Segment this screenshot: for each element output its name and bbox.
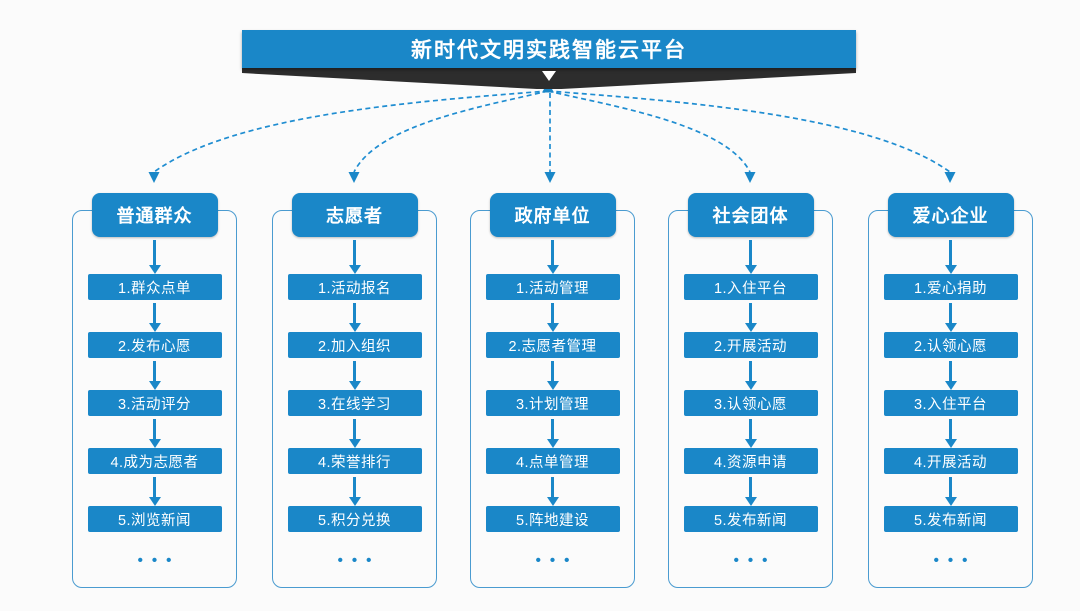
flow-step: 3.认领心愿: [683, 390, 818, 416]
connector-arrowhead-icon: [348, 172, 360, 183]
role-header-label: 社会团体: [687, 193, 814, 237]
down-arrow-icon: [144, 300, 166, 332]
down-arrow-icon: [542, 474, 564, 506]
platform-banner: 新时代文明实践智能云平台: [242, 30, 856, 90]
down-arrow-icon: [144, 474, 166, 506]
platform-title: 新时代文明实践智能云平台: [242, 30, 856, 68]
flow-step: 3.入住平台: [883, 390, 1018, 416]
flow-step: 1.群众点单: [87, 274, 222, 300]
more-indicator: •••: [535, 552, 579, 569]
connector-arrowhead-icon: [544, 172, 556, 183]
connector-curve-4: [547, 90, 751, 173]
flow-step: 5.发布新闻: [883, 506, 1018, 532]
down-arrow-icon: [940, 474, 962, 506]
down-arrow-icon: [344, 300, 366, 332]
down-arrow-icon: [740, 416, 762, 448]
connector-arrowhead-icon: [944, 172, 956, 183]
down-arrow-icon: [144, 237, 166, 274]
flow-step: 5.浏览新闻: [87, 506, 222, 532]
down-arrow-icon: [344, 358, 366, 390]
down-arrow-icon: [740, 237, 762, 274]
flow-step: 4.点单管理: [485, 448, 620, 474]
flow-step: 3.活动评分: [87, 390, 222, 416]
role-column: 普通群众 1.群众点单 2.发布心愿 3.活动评分 4.成为志愿者 5.浏览新闻 •••: [72, 193, 237, 593]
down-arrow-icon: [344, 416, 366, 448]
flow-step: 2.发布心愿: [87, 332, 222, 358]
role-column: 政府单位 1.活动管理 2.志愿者管理 3.计划管理 4.点单管理 5.阵地建设 •••: [470, 193, 635, 593]
flow-steps: 1.群众点单 2.发布心愿 3.活动评分 4.成为志愿者 5.浏览新闻: [72, 274, 237, 532]
down-arrow-icon: [344, 237, 366, 274]
more-indicator: •••: [933, 552, 977, 569]
role-column: 社会团体 1.入住平台 2.开展活动 3.认领心愿 4.资源申请 5.发布新闻 •••: [668, 193, 833, 593]
flow-step: 5.积分兑换: [287, 506, 422, 532]
flow-steps: 1.活动报名 2.加入组织 3.在线学习 4.荣誉排行 5.积分兑换: [272, 274, 437, 532]
flow-step: 4.荣誉排行: [287, 448, 422, 474]
role-column: 志愿者 1.活动报名 2.加入组织 3.在线学习 4.荣誉排行 5.积分兑换 •••: [272, 193, 437, 593]
flow-step: 2.开展活动: [683, 332, 818, 358]
role-header-label: 政府单位: [489, 193, 616, 237]
flow-step: 1.爱心捐助: [883, 274, 1018, 300]
flow-steps: 1.入住平台 2.开展活动 3.认领心愿 4.资源申请 5.发布新闻: [668, 274, 833, 532]
down-arrow-icon: [940, 237, 962, 274]
flow-step: 2.志愿者管理: [485, 332, 620, 358]
connector-arrowhead-icon: [148, 172, 160, 183]
flow-step: 1.活动管理: [485, 274, 620, 300]
flow-step: 2.加入组织: [287, 332, 422, 358]
flow-step: 5.阵地建设: [485, 506, 620, 532]
down-arrow-icon: [344, 474, 366, 506]
more-indicator: •••: [137, 552, 181, 569]
more-indicator: •••: [733, 552, 777, 569]
role-header-label: 爱心企业: [887, 193, 1014, 237]
flow-step: 3.在线学习: [287, 390, 422, 416]
flow-step: 2.认领心愿: [883, 332, 1018, 358]
flow-step: 1.入住平台: [683, 274, 818, 300]
connector-arrowhead-icon: [744, 172, 756, 183]
down-arrow-icon: [542, 416, 564, 448]
more-indicator: •••: [337, 552, 381, 569]
flow-steps: 1.爱心捐助 2.认领心愿 3.入住平台 4.开展活动 5.发布新闻: [868, 274, 1033, 532]
flow-step: 4.资源申请: [683, 448, 818, 474]
down-arrow-icon: [144, 358, 166, 390]
down-arrow-icon: [542, 358, 564, 390]
down-arrow-icon: [940, 358, 962, 390]
flow-step: 5.发布新闻: [683, 506, 818, 532]
down-arrow-icon: [940, 416, 962, 448]
flow-step: 4.成为志愿者: [87, 448, 222, 474]
down-arrow-icon: [940, 300, 962, 332]
role-column: 爱心企业 1.爱心捐助 2.认领心愿 3.入住平台 4.开展活动 5.发布新闻 •••: [868, 193, 1033, 593]
flow-step: 3.计划管理: [485, 390, 620, 416]
connector-curve-2: [353, 90, 549, 173]
down-arrow-icon: [542, 300, 564, 332]
flow-steps: 1.活动管理 2.志愿者管理 3.计划管理 4.点单管理 5.阵地建设: [470, 274, 635, 532]
down-arrow-icon: [740, 358, 762, 390]
connector-curve-5: [547, 90, 951, 173]
role-header-label: 普通群众: [91, 193, 218, 237]
banner-down-arrow-icon: [542, 71, 556, 81]
down-arrow-icon: [740, 300, 762, 332]
down-arrow-icon: [740, 474, 762, 506]
connector-curve-1: [153, 90, 549, 173]
flow-step: 4.开展活动: [883, 448, 1018, 474]
down-arrow-icon: [542, 237, 564, 274]
flow-step: 1.活动报名: [287, 274, 422, 300]
down-arrow-icon: [144, 416, 166, 448]
role-header-label: 志愿者: [291, 193, 418, 237]
